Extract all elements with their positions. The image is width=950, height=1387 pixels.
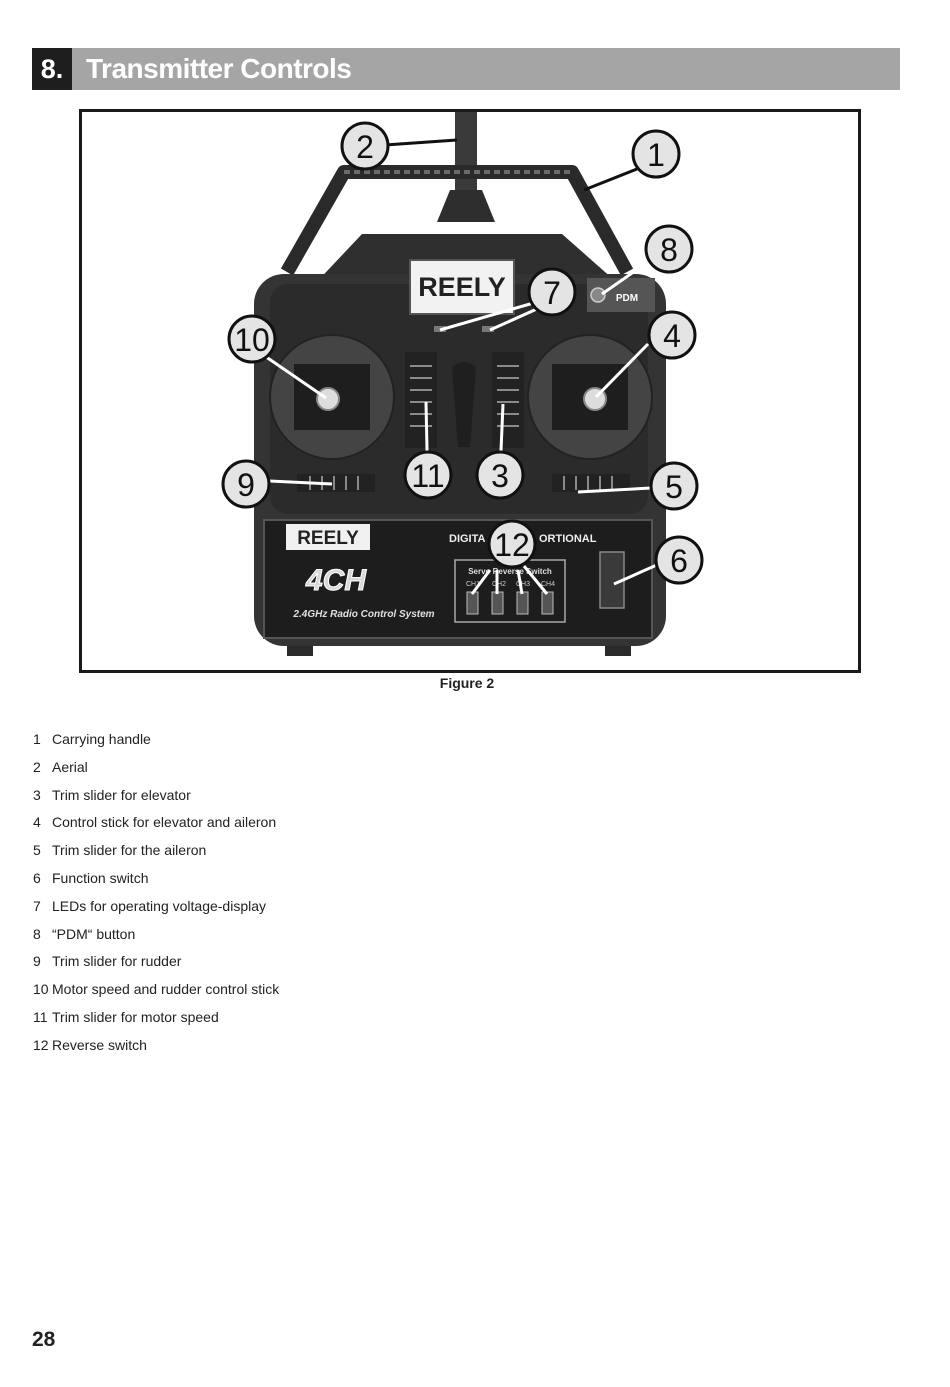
svg-text:12: 12 [494, 527, 530, 563]
svg-text:11: 11 [411, 458, 444, 494]
reverse-switch-ch2 [491, 591, 504, 615]
legend-number: 7 [33, 897, 41, 914]
legend-text: Trim slider for elevator [52, 786, 191, 803]
callout-5: 5 [649, 461, 699, 511]
legend-text: Trim slider for motor speed [52, 1008, 219, 1025]
legend-item: 9 Trim slider for rudder [33, 952, 279, 980]
legend-item: 8 “PDM“ button [33, 925, 279, 953]
section-title: Transmitter Controls [86, 53, 352, 84]
digital-label: DIGITA [449, 533, 486, 545]
callout-4: 4 [647, 310, 697, 360]
proportional-label: ORTIONAL [539, 533, 597, 545]
legend-text: Reverse switch [52, 1036, 147, 1053]
callout-3: 3 [475, 450, 525, 500]
legend-number: 11 [33, 1008, 48, 1025]
legend-item: 1 Carrying handle [33, 730, 279, 758]
legend-number: 8 [33, 925, 41, 942]
legend-item: 2 Aerial [33, 758, 279, 786]
brand-logo-bottom: REELY [297, 528, 359, 549]
legend-text: Function switch [52, 869, 149, 886]
svg-text:4: 4 [663, 318, 681, 354]
pdm-label: PDM [616, 293, 638, 304]
svg-text:5: 5 [665, 469, 683, 505]
led-2 [482, 326, 494, 332]
servo-reverse-label: Servo Reverse Switch [468, 567, 552, 576]
section-number: 8. [32, 48, 72, 90]
svg-text:10: 10 [234, 322, 270, 358]
svg-text:1: 1 [647, 137, 665, 173]
pdm-button [590, 287, 606, 303]
legend-number: 9 [33, 953, 41, 970]
legend-number: 10 [33, 981, 49, 998]
channel-label: CH2 [492, 581, 506, 588]
legend-item: 6 Function switch [33, 869, 279, 897]
legend-text: Motor speed and rudder control stick [52, 981, 280, 998]
legend-item: 7 LEDs for operating voltage-display [33, 897, 279, 925]
svg-text:7: 7 [543, 275, 561, 311]
reverse-switch-ch4 [541, 591, 554, 615]
legend-text: Carrying handle [52, 731, 151, 747]
figure-caption: Figure 2 [439, 675, 495, 691]
svg-text:9: 9 [237, 467, 255, 503]
channel-label: CH4 [541, 581, 555, 588]
legend-number: 3 [33, 786, 41, 803]
legend-number: 5 [33, 842, 41, 859]
legend-item: 4 Control stick for elevator and aileron [33, 813, 279, 841]
legend-text: Aerial [52, 758, 88, 775]
legend-item: 5 Trim slider for the aileron [33, 841, 279, 869]
callout-8: 8 [644, 224, 694, 274]
page-number: 28 [32, 1328, 56, 1351]
section-header: 8. Transmitter Controls [32, 48, 900, 90]
legend-number: 12 [33, 1036, 49, 1053]
transmitter-photo: REELY PDM [221, 112, 704, 656]
callout-11: 11 [403, 450, 453, 500]
legend-text: LEDs for operating voltage-display [52, 897, 267, 914]
left-control-stick [316, 387, 340, 411]
callout-12: 12 [487, 519, 537, 569]
legend-number: 6 [33, 869, 41, 886]
callout-6: 6 [654, 535, 704, 585]
legend-text: Trim slider for rudder [52, 953, 182, 970]
svg-text:6: 6 [670, 543, 688, 579]
legend-number: 1 [33, 731, 41, 747]
reverse-switch-ch3 [516, 591, 529, 615]
svg-text:8: 8 [660, 232, 678, 268]
reverse-switch-ch1 [466, 591, 479, 615]
legend-item: 3 Trim slider for elevator [33, 786, 279, 814]
legend-number: 2 [33, 758, 41, 775]
legend-number: 4 [33, 814, 41, 831]
transmitter-figure: REELY PDM [79, 109, 861, 673]
channel-label: CH1 [466, 581, 480, 588]
callout-7: 7 [527, 267, 577, 317]
legend-text: Trim slider for the aileron [52, 842, 207, 859]
callout-10: 10 [227, 314, 277, 364]
svg-text:3: 3 [491, 458, 509, 494]
callout-2: 2 [340, 121, 390, 171]
system-label: 2.4GHz Radio Control System [292, 609, 434, 620]
channel-label: CH3 [516, 581, 530, 588]
legend-text: “PDM“ button [52, 925, 136, 942]
model-label: 4CH [305, 564, 367, 597]
legend-text: Control stick for elevator and aileron [52, 814, 277, 831]
brand-logo-top: REELY [418, 272, 506, 302]
svg-text:2: 2 [356, 129, 374, 165]
callout-9: 9 [221, 459, 271, 509]
callout-1: 1 [631, 129, 681, 179]
